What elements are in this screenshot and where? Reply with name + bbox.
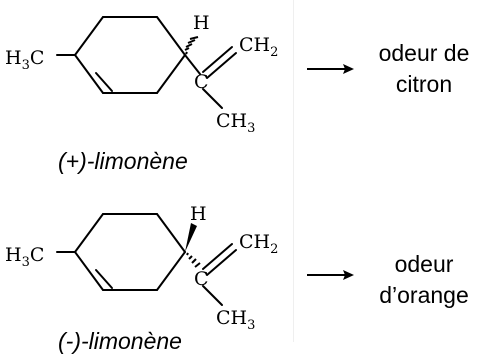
ring-bond xyxy=(156,251,186,291)
hashed-bond-down xyxy=(186,252,201,268)
odor-plus-line2: citron xyxy=(395,71,453,97)
methylene-bond xyxy=(202,243,233,270)
methyl-label: H3C xyxy=(5,244,44,270)
hydrogen-label: H xyxy=(193,12,210,34)
methylene-bond-second xyxy=(206,249,237,276)
ring-bond xyxy=(74,16,104,56)
terminal-methyl-bond xyxy=(202,285,223,306)
vinyl-carbon-label: C xyxy=(194,71,209,93)
vinyl-carbon-label: C xyxy=(194,268,209,290)
hashed-wedge-bond xyxy=(184,36,199,55)
isopropenyl-bond xyxy=(184,54,201,75)
terminal-methyl-label: CH3 xyxy=(216,307,255,333)
arrow-right-icon xyxy=(307,270,354,280)
odor-minus-line2: d’orange xyxy=(379,282,469,308)
ring-bond xyxy=(156,213,186,253)
hydrogen-label: H xyxy=(190,203,207,225)
solid-wedge-bond xyxy=(185,223,197,252)
panel-divider xyxy=(293,0,294,342)
odor-minus: odeur d’orange xyxy=(361,249,487,311)
arrow-right-icon xyxy=(307,64,354,74)
molecule-structure-minus: H3C H CH2 C CH3 xyxy=(5,203,278,333)
methylene-bond xyxy=(202,46,233,73)
methylene-label: CH2 xyxy=(239,34,278,60)
ring-bond xyxy=(156,54,186,94)
terminal-methyl-label: CH3 xyxy=(216,110,255,136)
ring-bond xyxy=(156,16,186,56)
terminal-methyl-bond xyxy=(202,88,223,109)
methyl-label: H3C xyxy=(5,47,44,73)
ring-bond xyxy=(74,251,104,291)
ring-bond xyxy=(74,213,104,253)
odor-minus-line1: odeur xyxy=(394,251,454,277)
molecule-name-minus: (-)-limonène xyxy=(58,328,182,354)
odor-plus: odeur de citron xyxy=(361,38,487,100)
ring-double-bond-inner xyxy=(95,269,113,289)
odor-plus-line1: odeur de xyxy=(378,40,470,66)
methylene-label: CH2 xyxy=(239,231,278,257)
molecule-structure-plus: H3C H CH2 C CH3 xyxy=(5,12,278,136)
ring-double-bond-inner xyxy=(95,72,113,92)
methylene-bond-second xyxy=(206,52,237,79)
ring-bond xyxy=(74,54,104,94)
molecule-name-plus: (+)-limonène xyxy=(58,148,188,174)
